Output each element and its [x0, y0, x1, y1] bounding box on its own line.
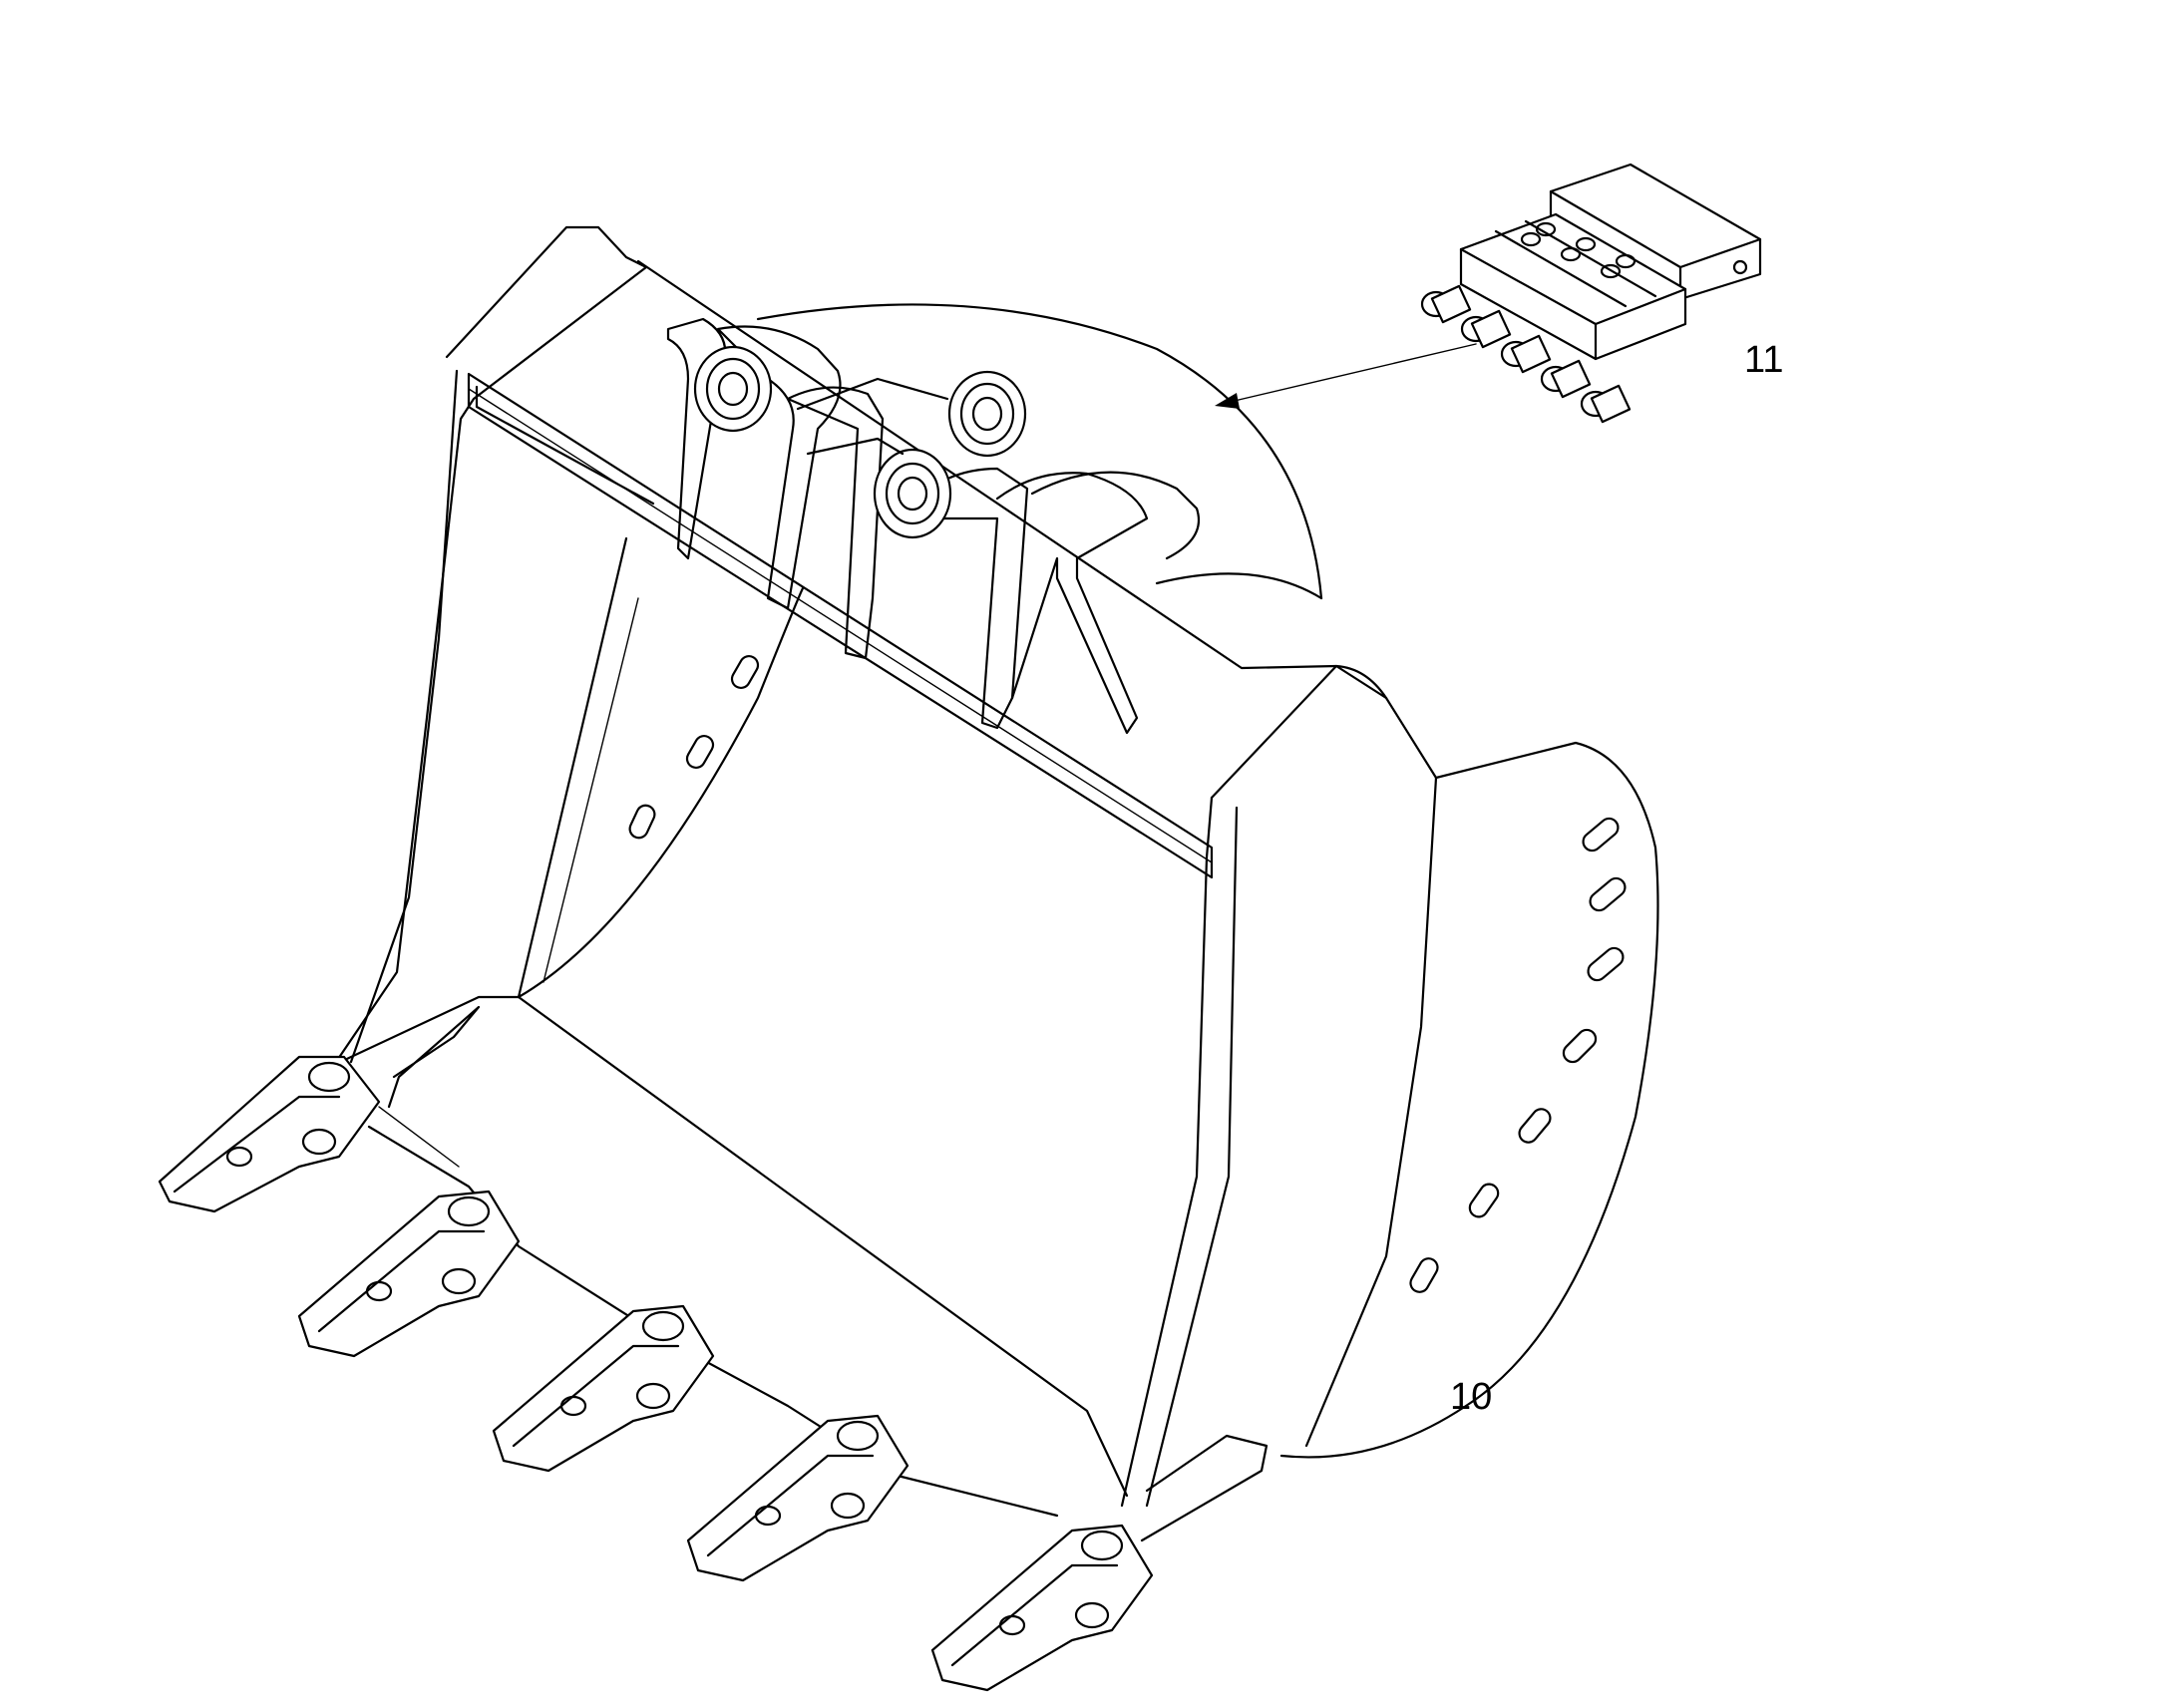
right-side-slots [1409, 817, 1627, 1293]
right-side-cutter [1140, 1434, 1269, 1542]
top-beam [467, 372, 1214, 879]
left-side-cutter [387, 1005, 481, 1109]
back-shell [756, 303, 1323, 600]
left-inner-panel [517, 536, 805, 999]
tooth-4 [686, 1414, 909, 1582]
callout-11: 11 [1744, 339, 1783, 381]
tooth-5 [930, 1524, 1154, 1692]
tooth-2 [297, 1190, 521, 1358]
lubrication-block-drawing [1420, 163, 1762, 424]
callout-10: 10 [1450, 1376, 1492, 1418]
bucket-drawing [332, 225, 1659, 1542]
leader-arrow [1215, 343, 1477, 409]
right-side-plate [1210, 664, 1659, 1459]
grease-fittings [1420, 284, 1632, 424]
tooth-1 [158, 1055, 381, 1213]
pin-bosses [693, 345, 1027, 539]
tooth-3 [492, 1304, 715, 1473]
bucket-teeth [158, 1055, 1154, 1692]
left-side-slots [628, 654, 760, 840]
bucket-floor [517, 995, 1129, 1498]
left-side-plate [332, 225, 648, 1067]
